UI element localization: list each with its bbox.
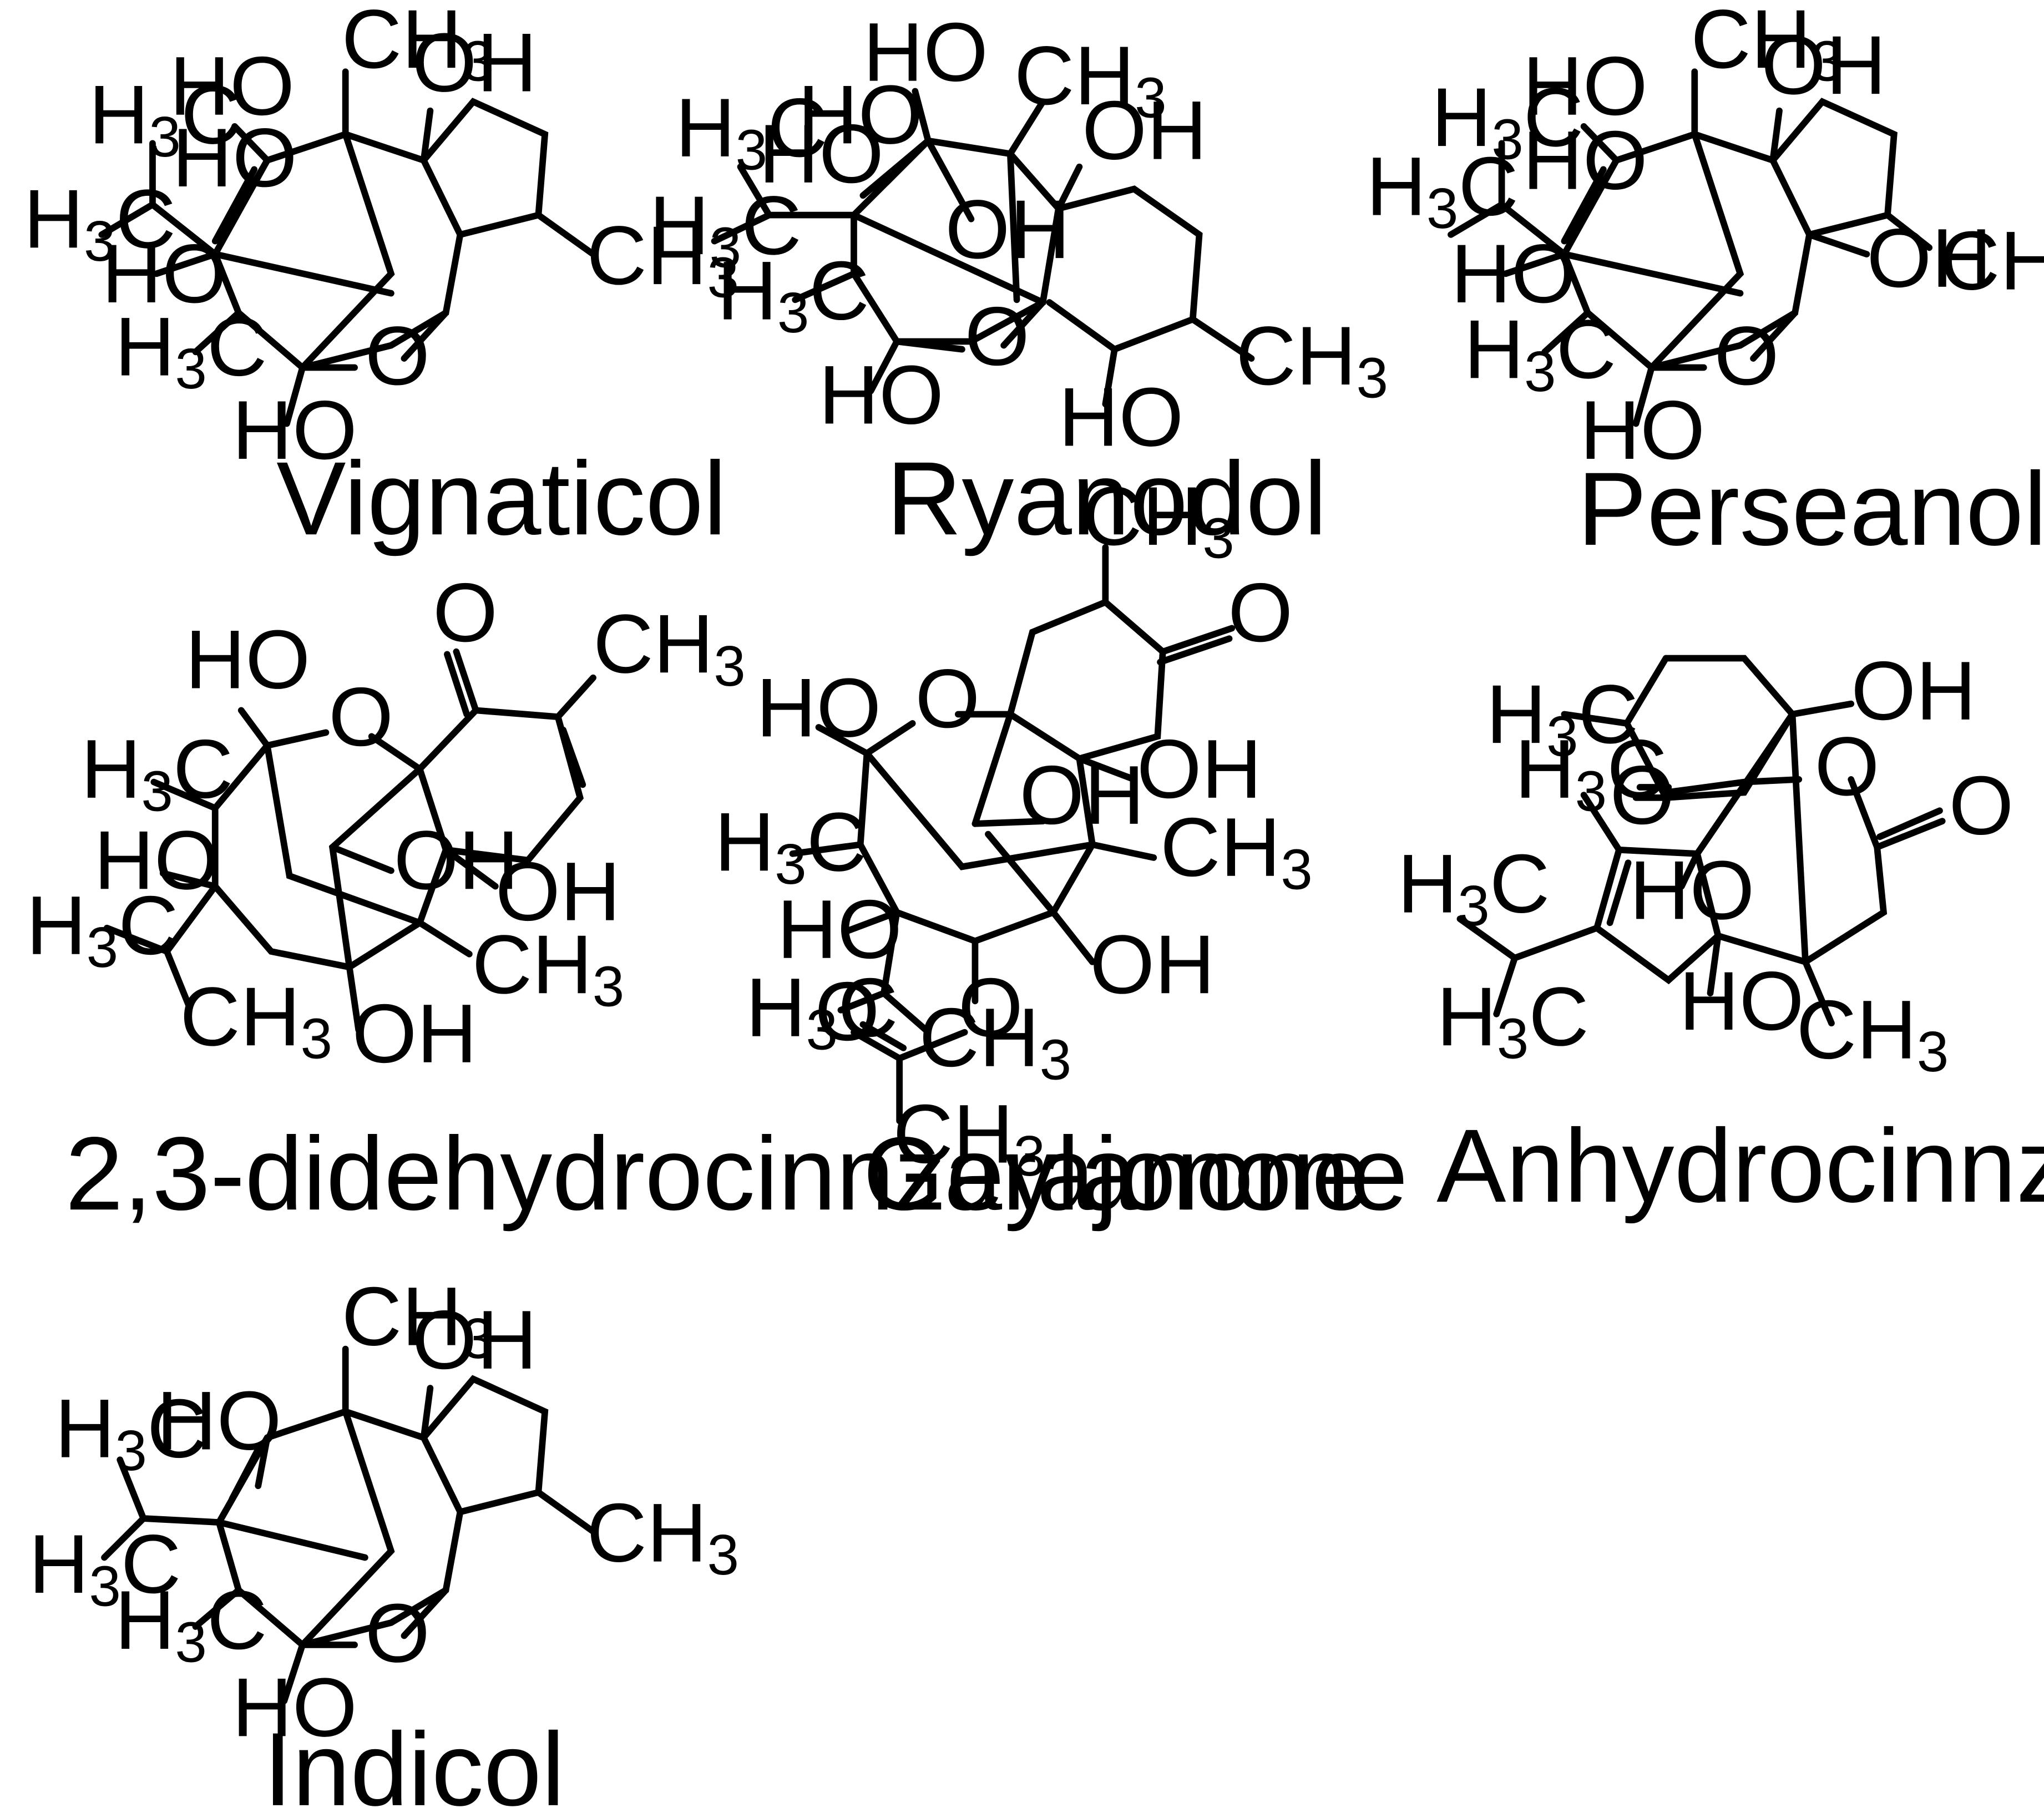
svg-text:HO: HO bbox=[818, 348, 944, 442]
svg-text:HO: HO bbox=[172, 111, 297, 204]
compound-name-didehydrocinnzeylanone: 2,3-didehydrocinnzeylanone bbox=[65, 1115, 1370, 1232]
svg-text:CH3: CH3 bbox=[893, 1087, 1045, 1188]
svg-text:OH: OH bbox=[412, 1293, 537, 1386]
svg-text:H3C: H3C bbox=[715, 795, 867, 895]
svg-text:HO: HO bbox=[232, 1660, 357, 1754]
svg-text:CH3: CH3 bbox=[1160, 801, 1313, 901]
svg-text:OH: OH bbox=[945, 183, 1070, 276]
svg-text:CH3: CH3 bbox=[472, 918, 625, 1018]
svg-text:O: O bbox=[1814, 720, 1879, 813]
svg-text:HO: HO bbox=[232, 383, 357, 477]
svg-text:OH: OH bbox=[495, 845, 621, 938]
svg-text:O: O bbox=[915, 652, 980, 745]
svg-text:HO: HO bbox=[185, 612, 311, 706]
svg-text:H3C: H3C bbox=[1515, 722, 1667, 823]
svg-text:HO: HO bbox=[1580, 383, 1706, 477]
compound-name-anhydrocinnzeylanone: Anhydrocinnzeylanone bbox=[1436, 1107, 2044, 1224]
svg-text:H3C: H3C bbox=[1366, 140, 1519, 240]
svg-text:CH3: CH3 bbox=[1691, 0, 1843, 93]
svg-text:O: O bbox=[365, 309, 430, 402]
svg-text:CH3: CH3 bbox=[593, 597, 746, 697]
svg-text:H3C: H3C bbox=[81, 722, 234, 823]
svg-text:H3C: H3C bbox=[1486, 667, 1638, 768]
svg-text:HO: HO bbox=[756, 661, 882, 754]
compound-name-garajonone: Garajonone bbox=[863, 1115, 1408, 1232]
svg-text:O: O bbox=[1949, 759, 2013, 852]
svg-text:CH3: CH3 bbox=[1236, 309, 1388, 409]
svg-text:HO: HO bbox=[156, 1374, 282, 1467]
svg-text:HO: HO bbox=[777, 883, 902, 976]
structure-indicol: CH3 OH H3C HO H3C H3C O CH3 HO Indicol bbox=[29, 1270, 739, 1813]
svg-text:O: O bbox=[965, 290, 1030, 383]
compound-name-vignaticol: Vignaticol bbox=[276, 440, 726, 556]
svg-text:H3C: H3C bbox=[1436, 970, 1589, 1070]
svg-text:OH: OH bbox=[352, 987, 477, 1080]
svg-text:OH: OH bbox=[1137, 722, 1262, 816]
svg-text:H3C: H3C bbox=[1398, 837, 1550, 938]
svg-text:OH: OH bbox=[412, 16, 537, 109]
svg-text:HO: HO bbox=[1522, 114, 1648, 207]
svg-text:HO: HO bbox=[863, 6, 988, 99]
svg-text:OH: OH bbox=[1090, 918, 1215, 1011]
svg-text:CH3: CH3 bbox=[342, 1270, 494, 1370]
svg-text:H3C: H3C bbox=[55, 1382, 208, 1482]
svg-text:CH3: CH3 bbox=[586, 209, 739, 309]
svg-text:H3C: H3C bbox=[115, 300, 267, 401]
svg-text:OH: OH bbox=[1082, 84, 1207, 177]
svg-text:OH: OH bbox=[1019, 748, 1145, 842]
svg-text:O: O bbox=[365, 1586, 430, 1679]
svg-text:O: O bbox=[433, 566, 498, 659]
svg-text:HO: HO bbox=[102, 227, 227, 320]
svg-text:H3C: H3C bbox=[1464, 302, 1616, 403]
compound-name-perseanol: Perseanol bbox=[1577, 450, 2044, 567]
svg-text:H3C: H3C bbox=[23, 172, 176, 272]
svg-text:OH: OH bbox=[1851, 644, 1976, 737]
svg-text:O: O bbox=[1610, 748, 1675, 842]
svg-text:O: O bbox=[958, 961, 1023, 1054]
structure-didehydrocinnzeylanone: O CH3 HO O H3C HO OH OH H3C CH3 CH3 OH 2… bbox=[26, 566, 1369, 1232]
svg-text:CH3: CH3 bbox=[919, 991, 1071, 1091]
svg-text:O: O bbox=[1714, 309, 1779, 402]
svg-text:H3C: H3C bbox=[115, 1573, 267, 1674]
svg-text:H3C: H3C bbox=[675, 81, 828, 181]
svg-text:HO: HO bbox=[758, 107, 884, 200]
svg-text:HO: HO bbox=[169, 39, 295, 133]
compound-name-indicol: Indicol bbox=[264, 1711, 565, 1813]
svg-text:H3C: H3C bbox=[649, 179, 802, 279]
structure-vignaticol: CH3 OH HO HO H3C H3C HO H3C HO O CH3 Vig… bbox=[23, 0, 739, 556]
structure-ryanodol: HO CH3 HO H3C HO OH H3C OH H3C O HO HO C… bbox=[649, 6, 1388, 557]
svg-text:CH3: CH3 bbox=[342, 0, 494, 93]
svg-text:H3C: H3C bbox=[89, 68, 241, 168]
svg-text:HO: HO bbox=[1451, 227, 1576, 320]
svg-text:H3C: H3C bbox=[746, 961, 898, 1061]
structure-perseanol: CH3 OH HO HO H3C H3C HO H3C HO O OH CH3 … bbox=[1366, 0, 2044, 567]
structure-anhydrocinnzeylanone: OH H3C H3C O O O H3C HO HO H3C CH3 Anhyd… bbox=[1398, 644, 2044, 1224]
svg-text:HO: HO bbox=[1630, 843, 1755, 936]
svg-text:CH3: CH3 bbox=[1797, 983, 1949, 1083]
svg-text:H3C: H3C bbox=[717, 244, 869, 345]
svg-text:CH3: CH3 bbox=[1014, 29, 1167, 129]
structure-garajonone: CH3 O HO O OH OH H3C CH3 HO OH O H3C O C… bbox=[715, 469, 1408, 1232]
svg-text:HO: HO bbox=[798, 68, 923, 161]
svg-text:H3C: H3C bbox=[29, 1517, 181, 1618]
svg-text:OH: OH bbox=[394, 813, 519, 906]
svg-text:HO: HO bbox=[1679, 954, 1804, 1047]
svg-text:CH3: CH3 bbox=[180, 970, 332, 1070]
compound-name-ryanodol: Ryanodol bbox=[887, 440, 1327, 556]
svg-text:HO: HO bbox=[1522, 39, 1648, 133]
svg-text:O: O bbox=[328, 670, 393, 763]
svg-text:CH3: CH3 bbox=[1940, 214, 2044, 315]
svg-text:O: O bbox=[1228, 566, 1293, 659]
svg-text:H3C: H3C bbox=[1431, 70, 1584, 171]
svg-text:OH: OH bbox=[1761, 18, 1886, 112]
svg-text:HO: HO bbox=[94, 813, 219, 906]
svg-text:CH3: CH3 bbox=[1082, 469, 1235, 570]
svg-text:HO: HO bbox=[1059, 370, 1184, 463]
svg-text:O: O bbox=[814, 965, 879, 1058]
svg-text:OH: OH bbox=[1866, 211, 1992, 305]
svg-text:H3C: H3C bbox=[26, 879, 179, 979]
svg-text:CH3: CH3 bbox=[586, 1486, 739, 1587]
